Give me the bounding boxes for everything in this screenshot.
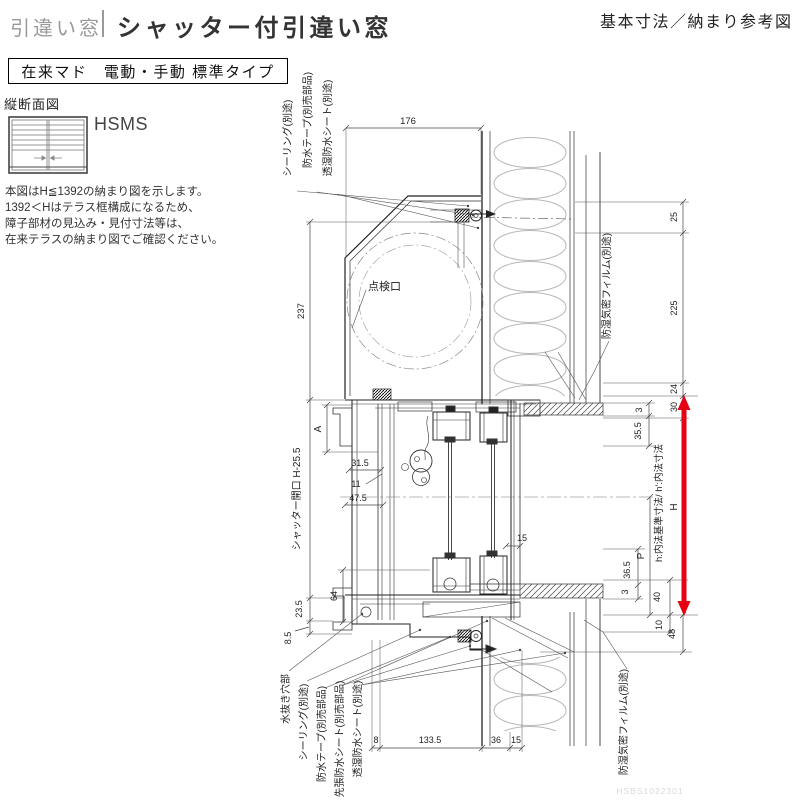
insulation-upper [492, 137, 568, 396]
label-drain: 水抜き穴部 [279, 674, 292, 724]
label-film-bottom: 防湿気密フィルム(別途) [617, 669, 630, 775]
dim-133-5: 133.5 [419, 735, 442, 745]
drawing-labels: シーリング(別途) 防水テープ(別売部品) 透湿防水シート(別途) 防湿気密フィ… [279, 72, 683, 798]
label-tape-bottom: 防水テープ(別売部品) [315, 686, 328, 782]
window-thumbnail [8, 116, 88, 179]
mount-bracket-top [454, 208, 470, 223]
title-divider [102, 10, 104, 37]
label-inspection: 点検口 [368, 279, 401, 293]
dim-48: 48 [667, 629, 677, 639]
label-tape-top: 防水テープ(別売部品) [301, 72, 314, 168]
dim-237: 237 [296, 303, 307, 319]
height-arrow [677, 395, 691, 616]
section-view-label: 縦断面図 [4, 97, 61, 112]
dim-a: A [313, 425, 324, 432]
watermark: HSBS1022301 [616, 786, 683, 796]
note-paragraph: 本図はH≦1392の納まり図を示します。 1392＜Hはテラス框構成になるため、… [5, 184, 223, 248]
note-line: 本図はH≦1392の納まり図を示します。 [5, 186, 209, 198]
label-sheet-top: 透湿防水シート(別途) [321, 80, 334, 177]
dim-36-5: 36.5 [622, 561, 632, 579]
dim-47-5: 47.5 [349, 493, 367, 503]
label-shutter-opening: シャッター開口 H-25.5 [291, 447, 303, 550]
sash-inner [432, 405, 471, 593]
header-right-note: 基本寸法／納まり参考図 [600, 14, 793, 31]
insulation-lower [492, 657, 568, 731]
dim-64: 64 [329, 591, 339, 601]
label-sealing-top: シーリング(別途) [281, 100, 294, 177]
dim-30: 30 [669, 402, 679, 412]
dim-3b: 3 [620, 589, 630, 594]
dimension-lines [294, 124, 687, 752]
dim-8-5: 8.5 [283, 632, 293, 645]
frame-interior [510, 400, 521, 620]
wall-lower [481, 583, 604, 746]
dimension-text: 176 237 シャッター開口 H-25.5 23.5 8.5 A 64 31.… [283, 116, 680, 745]
frame-sill [345, 583, 521, 654]
note-line: 1392＜Hはテラス框構成になるため、 [5, 202, 200, 214]
model-code: HSMS [94, 114, 149, 134]
extension-lines [306, 128, 698, 752]
note-line: 在来テラスの納まり図でご確認ください。 [5, 234, 224, 246]
page-title: シャッター付引違い窓 [117, 15, 392, 42]
dim-24: 24 [669, 384, 679, 394]
shutter-box [344, 195, 573, 401]
dim-35-5: 35.5 [633, 422, 643, 440]
dim-h: H [669, 503, 680, 510]
slide-arrows [34, 155, 62, 161]
dim-25: 25 [669, 212, 679, 222]
type-box: 在来マド 電動・手動 標準タイプ [8, 58, 288, 84]
interior-board-top [523, 402, 604, 416]
dim-15-mid: 15 [517, 533, 527, 543]
label-inner-dims: h:内法基準寸法/ h':内法寸法 [653, 444, 665, 562]
mount-bracket-sill [457, 629, 472, 643]
note-line: 障子部材の見込み・見付寸法等は、 [5, 218, 189, 230]
page-category: 引違い窓 [10, 18, 102, 40]
dim-36: 36 [491, 735, 501, 745]
dim-10: 10 [654, 620, 664, 630]
mount-bracket-head [372, 388, 392, 401]
label-sheet-bottom: 透湿防水シート(別途) [351, 681, 364, 778]
dim-15: 15 [511, 735, 521, 745]
dim-11: 11 [351, 479, 360, 489]
label-film-top: 防湿気密フィルム(別途) [600, 233, 613, 339]
dim-3a: 3 [634, 407, 644, 412]
sash-outer [479, 406, 508, 595]
label-sealing-bottom: シーリング(別途) [297, 684, 310, 761]
dim-8: 8 [373, 735, 378, 745]
dim-31-5: 31.5 [351, 458, 369, 468]
interior-board-bottom [519, 583, 604, 599]
dim-225: 225 [669, 300, 679, 315]
dim-23-5: 23.5 [294, 600, 304, 618]
dim-40: 40 [652, 592, 662, 602]
leader-lines [288, 190, 628, 689]
label-presheet-bottom: 先張防水シート(別売部品) [333, 681, 346, 798]
leader-dots [360, 204, 567, 655]
dim-p: P [636, 552, 647, 559]
wall-upper [481, 131, 604, 416]
dim-176: 176 [400, 116, 416, 127]
shutter-slats [12, 124, 84, 151]
